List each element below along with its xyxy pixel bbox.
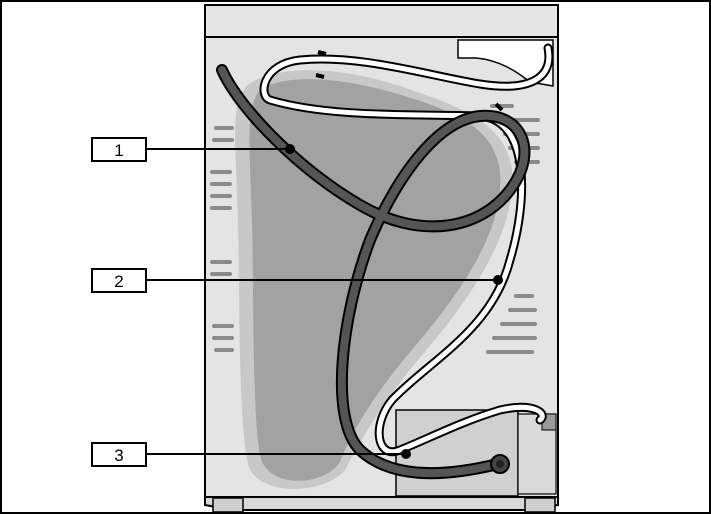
callout-1-dot	[285, 144, 295, 154]
right-foot	[524, 497, 556, 513]
callout-2-dot	[493, 275, 503, 285]
appliance-top-panel	[204, 4, 559, 38]
callout-1-label: 1	[114, 141, 123, 160]
callout-3-box	[91, 442, 147, 467]
appliance-base	[204, 496, 559, 511]
callout-1-box	[91, 137, 147, 162]
hose-connector-inner	[496, 460, 504, 468]
inlet-hose-dark	[216, 64, 531, 480]
callout-3-dot	[401, 449, 411, 459]
top-right-cover	[457, 39, 554, 87]
hose-clips	[315, 50, 504, 112]
drain-hose-white	[259, 43, 554, 457]
callout-2-label: 2	[114, 272, 123, 291]
callout-3-label: 3	[114, 446, 123, 465]
callout-2-box	[91, 268, 147, 293]
left-vent-slots	[210, 126, 234, 352]
left-foot	[212, 497, 244, 513]
